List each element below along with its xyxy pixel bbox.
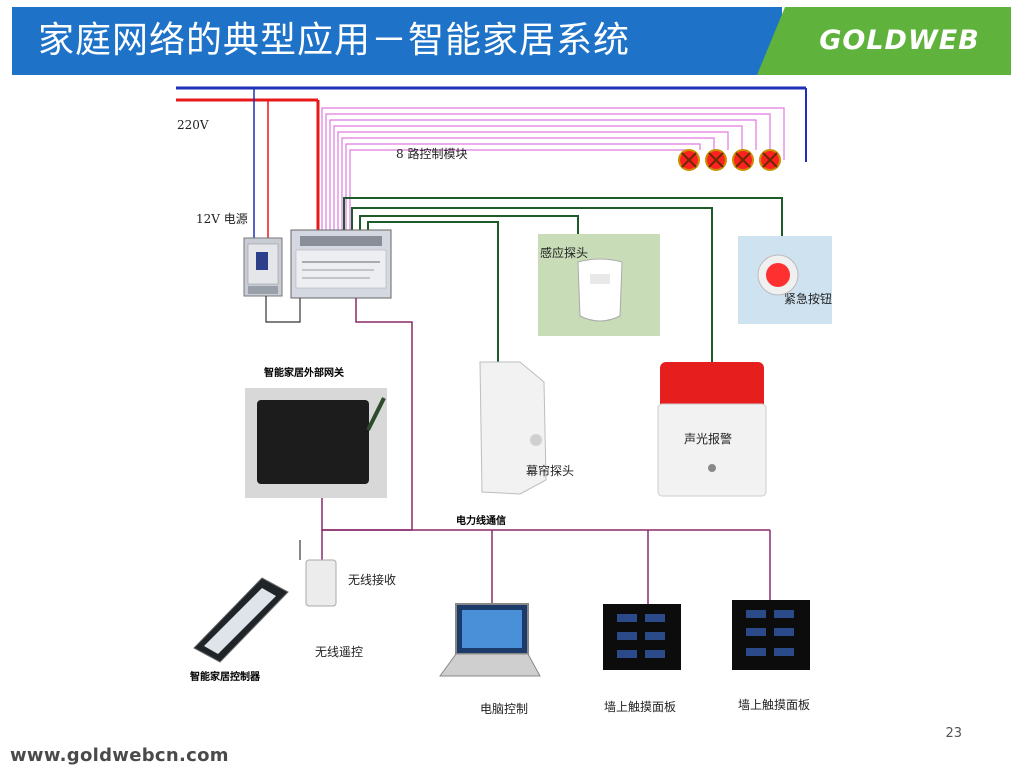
label-powerline: 电力线通信 <box>456 516 506 527</box>
motion-sensor-probe <box>538 234 660 336</box>
lamp-4 <box>759 149 781 171</box>
label-sensor-probe: 感应探头 <box>540 246 589 260</box>
wall-panel-1 <box>603 604 681 670</box>
curtain-probe-device <box>479 361 547 495</box>
goldweb-logo: GOLDWEB <box>819 25 980 56</box>
mains-220v-lines <box>176 86 807 240</box>
page-number: 23 <box>945 726 962 741</box>
lamp-2 <box>705 149 727 171</box>
label-wall-panel-1: 墙上触摸面板 <box>604 700 677 714</box>
header-blue-bar <box>12 7 782 75</box>
label-emergency-button: 紧急按钮 <box>784 292 833 306</box>
label-pc-control: 电脑控制 <box>480 702 529 716</box>
sound-light-alarm-device <box>657 362 767 497</box>
gateway-bus-wire <box>321 298 413 531</box>
label-wireless-remote: 无线遥控 <box>315 645 364 659</box>
label-wireless-receive: 无线接收 <box>348 573 397 587</box>
remote-controller-device <box>193 577 289 663</box>
12v-power-supply <box>243 237 283 297</box>
footer-url: www.goldwebcn.com <box>10 745 229 766</box>
wall-panel-2 <box>732 600 810 670</box>
psu-module-wire <box>265 296 301 323</box>
slide-title: 家庭网络的典型应用－智能家居系统 <box>38 20 631 61</box>
header-green-bar <box>757 7 1011 75</box>
control-lines-pink <box>321 107 785 232</box>
label-12v-power: 12V 电源 <box>196 212 248 226</box>
label-home-controller: 智能家居控制器 <box>190 672 260 683</box>
powerline-bus <box>321 529 771 604</box>
sensor-lines <box>343 197 783 362</box>
emergency-button-device <box>738 236 832 324</box>
lamp-3 <box>732 149 754 171</box>
gateway-device <box>245 388 387 498</box>
laptop-device <box>439 603 541 677</box>
label-curtain-probe: 幕帘探头 <box>526 464 575 478</box>
label-sound-light-alarm: 声光报警 <box>684 432 733 446</box>
label-220v: 220V <box>177 118 209 132</box>
control-module <box>290 229 392 299</box>
slide-header: 家庭网络的典型应用－智能家居系统 GOLDWEB <box>12 7 1011 75</box>
label-control-module: 8 路控制模块 <box>396 147 468 161</box>
lamp-1 <box>678 149 700 171</box>
label-gateway: 智能家居外部网关 <box>264 368 344 379</box>
wireless-receiver-device <box>299 540 337 607</box>
lamp-group <box>678 149 781 171</box>
label-wall-panel-2: 墙上触摸面板 <box>738 698 811 712</box>
